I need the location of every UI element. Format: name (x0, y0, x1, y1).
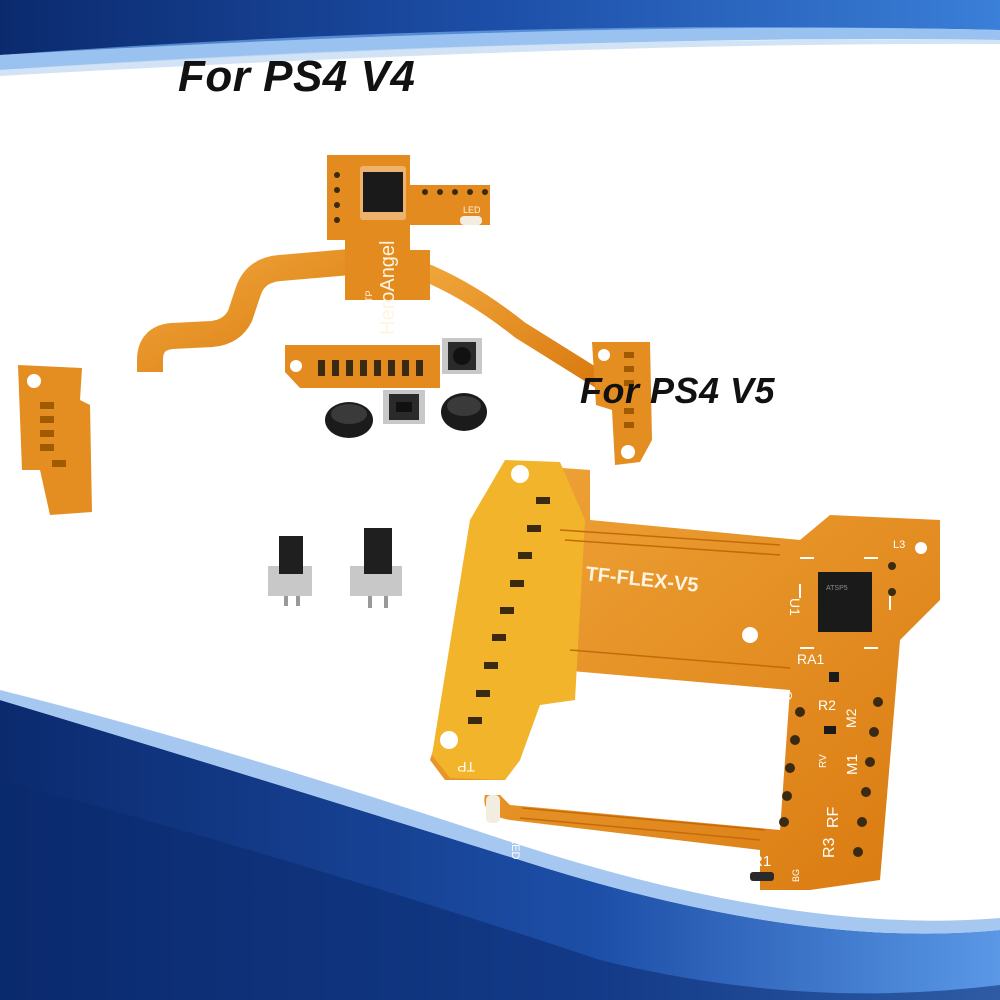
v5-pad-letter-e: E (765, 775, 777, 782)
v4-brand-text: HeroAngel (377, 240, 399, 335)
v5-m1-label: M1 (844, 754, 861, 775)
v4-flex-board: LED HeroAngel TP (18, 155, 652, 515)
v5-ra1-label: RA1 (797, 651, 824, 667)
v5-rv-label: RV (818, 754, 829, 768)
v4-left-tab (18, 365, 92, 515)
v5-l3-label: L3 (893, 539, 905, 551)
v4-connector-strip (285, 345, 440, 388)
v4-main-body: LED HeroAngel TP (327, 155, 490, 335)
v5-m2-label: M2 (843, 708, 859, 728)
switch-1 (442, 338, 482, 374)
v5-r2-component (824, 726, 836, 734)
v5-r1-label: R1 (752, 853, 771, 870)
v5-r2-label: R2 (818, 697, 836, 713)
v5-r1-component (750, 872, 774, 881)
svg-text:ATSP5: ATSP5 (826, 585, 848, 592)
v5-flex-board: ATSP5 U1 TF-FLEX-V5 L3 RA1 R2 M2 M1 RV R… (430, 460, 940, 890)
v5-traces (519, 529, 791, 841)
switch-3 (268, 536, 312, 606)
v4-tp-label: TP (364, 290, 374, 302)
v5-connector-pads (468, 497, 550, 724)
v4-led-label: LED (463, 205, 481, 215)
top-banner (0, 0, 1000, 76)
v5-pad-letter-b: B (771, 749, 783, 756)
v5-led-label: LED (509, 838, 521, 859)
v5-r3-label: R3 (821, 837, 838, 858)
v5-pad-letter-d: D (761, 800, 773, 808)
v5-pad-letter-g: G (783, 691, 795, 700)
v5-solder-pads (779, 562, 896, 857)
caption-ps4-v4: For PS4 V4 (178, 52, 416, 101)
caption-ps4-v5: For PS4 V5 (580, 370, 776, 411)
v5-led-component (486, 795, 500, 823)
round-cap-2 (441, 393, 487, 431)
tactile-switches (268, 338, 487, 608)
bottom-banner (0, 690, 1000, 1000)
v5-tp-label: TP (457, 759, 475, 775)
v5-chip: ATSP5 (799, 557, 891, 649)
v4-right-tab (592, 342, 652, 465)
round-cap-1 (325, 402, 373, 438)
v5-bg-label: BG (791, 869, 801, 882)
v5-ra1-component (829, 672, 839, 682)
switch-4 (350, 528, 402, 608)
v4-chip (363, 172, 403, 212)
v5-pad-letter-u: U (777, 720, 789, 728)
v5-rf-label: RF (825, 806, 842, 828)
v5-u1-label: U1 (787, 598, 803, 616)
switch-2 (383, 390, 425, 424)
